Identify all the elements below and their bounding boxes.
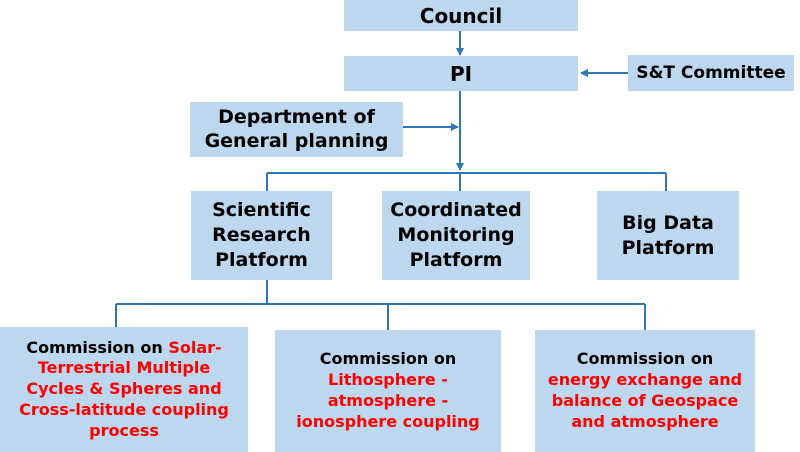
commission-solar-red5: process [89, 420, 159, 440]
commission-energy-red1: energy exchange and [547, 370, 743, 390]
st-committee-node: S&T Committee [628, 55, 794, 91]
commission-solar-line1: Commission on Solar- [26, 338, 221, 359]
commission-solar-node: Commission on Solar- Terrestrial Multipl… [0, 327, 248, 452]
council-node: Council [344, 0, 578, 31]
pi-label: PI [449, 61, 473, 86]
pi-node: PI [344, 56, 578, 91]
commission-solar-red3: Cycles & Spheres and [26, 379, 222, 399]
commission-solar-red2: Terrestrial Multiple [37, 358, 211, 378]
bigdata-line1: Big Data [622, 211, 714, 234]
bigdata-line2: Platform [621, 236, 715, 259]
scientific-line3: Platform [215, 248, 308, 271]
commission-energy-red3: and atmosphere [571, 411, 719, 431]
commission-solar-prefix: Commission on [26, 337, 169, 357]
scientific-research-platform-node: Scientific Research Platform [191, 191, 332, 280]
commission-solar-red4: Cross-latitude coupling [19, 399, 229, 419]
commission-solar-red1: Solar- [168, 337, 222, 357]
coordinated-monitoring-platform-node: Coordinated Monitoring Platform [382, 191, 530, 280]
scientific-line1: Scientific [212, 199, 311, 222]
commission-litho-red1: Lithosphere - [328, 370, 448, 390]
coordinated-line2: Monitoring [397, 224, 515, 247]
dept-label-line2: General planning [204, 129, 389, 152]
big-data-platform-node: Big Data Platform [597, 191, 739, 280]
commission-litho-red3: ionosphere coupling [296, 411, 480, 431]
st-committee-label: S&T Committee [636, 63, 786, 83]
coordinated-line1: Coordinated [390, 199, 522, 222]
dept-label-line1: Department of [218, 105, 375, 128]
scientific-line2: Research [212, 224, 311, 247]
commission-energy-red2: balance of Geospace [551, 391, 739, 410]
commission-energy-prefix: Commission on [576, 349, 714, 369]
dept-general-planning-node: Department of General planning [190, 102, 403, 157]
commission-litho-red2: atmosphere - [327, 391, 449, 410]
coordinated-line3: Platform [409, 248, 503, 271]
council-label: Council [419, 3, 503, 28]
commission-energy-node: Commission on energy exchange and balanc… [535, 330, 755, 452]
commission-litho-node: Commission on Lithosphere - atmosphere -… [275, 330, 501, 452]
commission-litho-prefix: Commission on [319, 349, 457, 369]
